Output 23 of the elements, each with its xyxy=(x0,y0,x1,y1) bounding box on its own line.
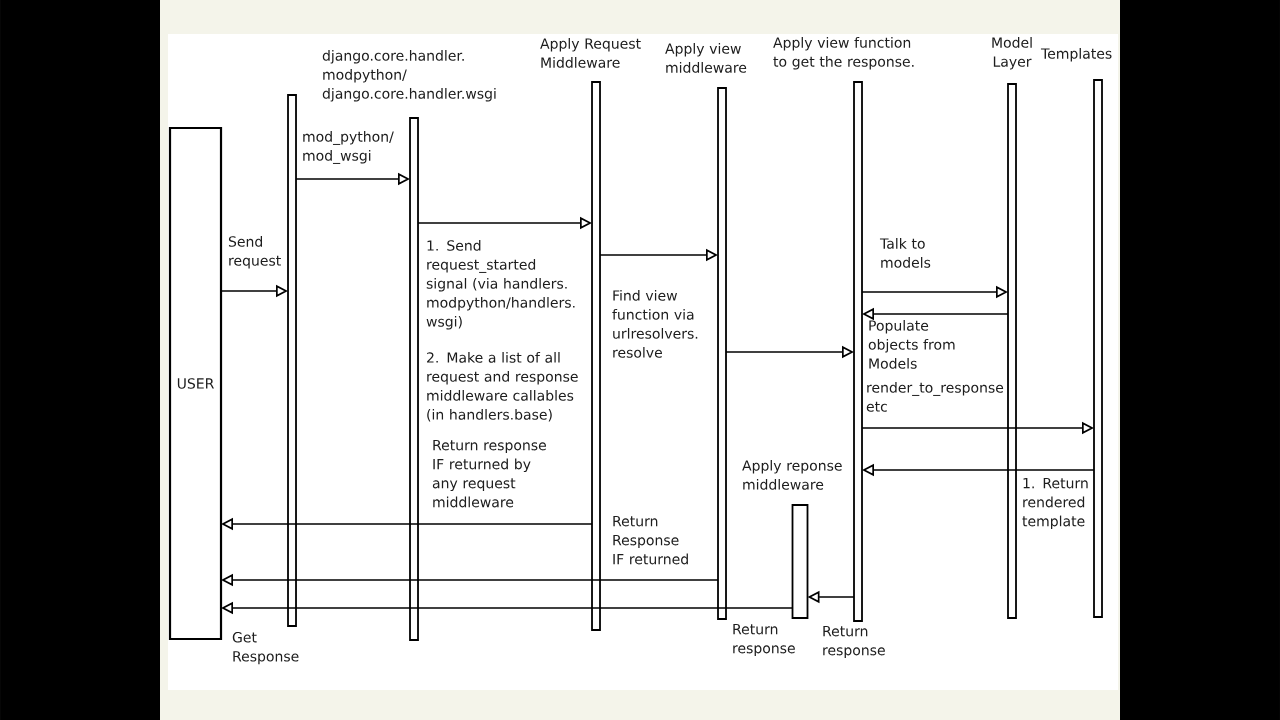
note-text: 2. Make a list of all request and response middleware callables (in handlers.base) xyxy=(427,352,578,422)
message-label: Populate objects from Models xyxy=(868,320,955,369)
message-label: Send request xyxy=(228,236,281,269)
message-label: Return response xyxy=(733,624,795,657)
lifeline-heading: Apply reponse middleware xyxy=(742,460,842,490)
message-label: render_to_response etc xyxy=(866,382,1004,412)
message-label: Talk to models xyxy=(879,238,931,268)
actor-box: USER xyxy=(168,126,223,641)
message-label: Return response xyxy=(823,626,885,659)
note-text: Find view function via urlresolvers. resolve xyxy=(612,290,698,358)
lifeline-heading: Templates xyxy=(1040,48,1112,62)
lifeline xyxy=(287,94,297,627)
lifeline-heading: Apply view function to get the response. xyxy=(773,37,914,70)
lifeline-heading: Apply view middleware xyxy=(665,43,747,73)
lifeline-heading: Apply Request Middleware xyxy=(540,38,641,68)
note-text: Get Response xyxy=(232,632,299,665)
message-label: Return response IF returned by any request middleware xyxy=(432,440,546,508)
note-text: 1. Send request_started signal (via handlers. modpython/handlers. wsgi) xyxy=(426,240,575,330)
message-label: mod_python/ mod_wsgi xyxy=(303,131,394,164)
message-label: Return Response IF returned xyxy=(613,516,688,565)
message-label: 1. Return rendered template xyxy=(1022,478,1088,530)
lifeline-heading: django.core.handler. modpython/ django.core.handler.wsgi xyxy=(322,50,496,102)
lifeline-heading: Model Layer xyxy=(992,37,1032,70)
